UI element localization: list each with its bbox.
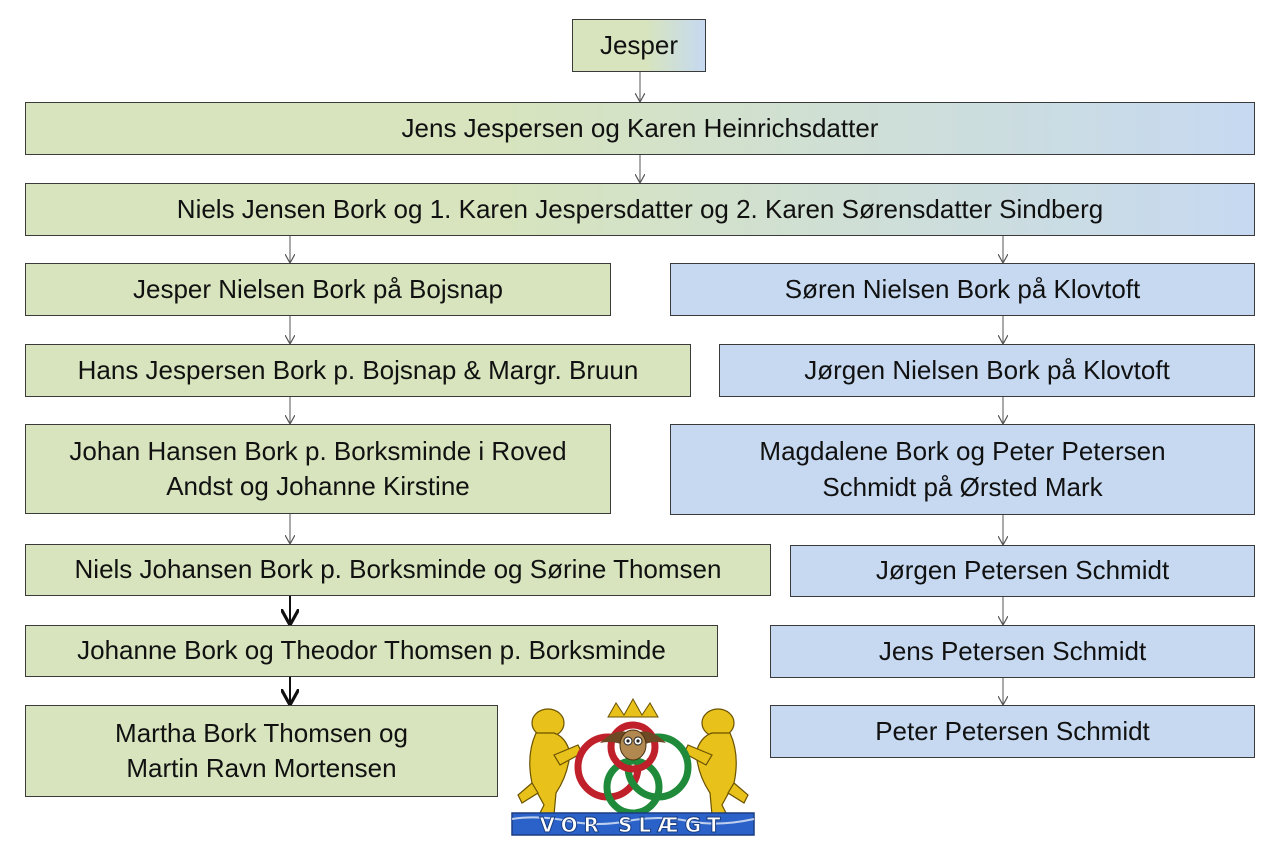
owl-icon xyxy=(600,729,666,761)
box-left-2-label: Hans Jespersen Bork p. Bojsnap & Margr. … xyxy=(77,354,639,385)
box-left-1-label: Jesper Nielsen Bork på Bojsnap xyxy=(133,273,503,304)
box-left-4-label: Niels Johansen Bork p. Borksminde og Sør… xyxy=(74,554,722,585)
box-jens-jespersen: Jens Jespersen og Karen Heinrichsdatter xyxy=(25,102,1255,155)
box-right-3: Magdalene Bork og Peter Petersen Schmidt… xyxy=(670,424,1255,515)
box-left-5: Johanne Bork og Theodor Thomsen p. Borks… xyxy=(25,625,718,677)
box-right-3-label: Magdalene Bork og Peter Petersen Schmidt… xyxy=(759,436,1166,502)
box-right-2-label: Jørgen Nielsen Bork på Klovtoft xyxy=(804,354,1170,385)
box-right-4-label: Jørgen Petersen Schmidt xyxy=(875,555,1170,586)
crown-icon xyxy=(607,697,659,718)
box-jens-label: Jens Jespersen og Karen Heinrichsdatter xyxy=(401,112,879,143)
box-niels-label: Niels Jensen Bork og 1. Karen Jespersdat… xyxy=(176,193,1104,224)
box-right-1-label: Søren Nielsen Bork på Klovtoft xyxy=(784,273,1141,304)
box-left-5-label: Johanne Bork og Theodor Thomsen p. Borks… xyxy=(77,635,666,666)
box-jesper: Jesper xyxy=(572,19,706,72)
box-right-5: Jens Petersen Schmidt xyxy=(770,625,1255,678)
box-left-3-label: Johan Hansen Bork p. Borksminde i Roved … xyxy=(69,435,567,501)
box-left-2: Hans Jespersen Bork p. Bojsnap & Margr. … xyxy=(25,344,691,397)
banner-ribbon xyxy=(511,812,755,836)
box-left-6-label: Martha Bork Thomsen og Martin Ravn Morte… xyxy=(115,717,408,783)
box-left-6: Martha Bork Thomsen og Martin Ravn Morte… xyxy=(25,705,498,797)
box-right-5-label: Jens Petersen Schmidt xyxy=(878,635,1147,666)
coat-of-arms-logo xyxy=(511,697,755,836)
box-left-3: Johan Hansen Bork p. Borksminde i Roved … xyxy=(25,424,611,514)
box-jesper-label: Jesper xyxy=(599,29,679,60)
box-right-2: Jørgen Nielsen Bork på Klovtoft xyxy=(719,344,1255,397)
logo-banner-text: VOR SLÆGT xyxy=(539,813,727,838)
box-left-1: Jesper Nielsen Bork på Bojsnap xyxy=(25,263,611,316)
box-right-1: Søren Nielsen Bork på Klovtoft xyxy=(670,263,1255,316)
right-lion-icon xyxy=(683,708,749,818)
box-right-6: Peter Petersen Schmidt xyxy=(770,705,1255,758)
box-left-4: Niels Johansen Bork p. Borksminde og Sør… xyxy=(25,544,771,596)
box-niels-jensen-bork: Niels Jensen Bork og 1. Karen Jespersdat… xyxy=(25,183,1255,236)
box-right-4: Jørgen Petersen Schmidt xyxy=(790,545,1255,597)
box-right-6-label: Peter Petersen Schmidt xyxy=(875,715,1150,746)
left-lion-icon xyxy=(517,708,583,818)
